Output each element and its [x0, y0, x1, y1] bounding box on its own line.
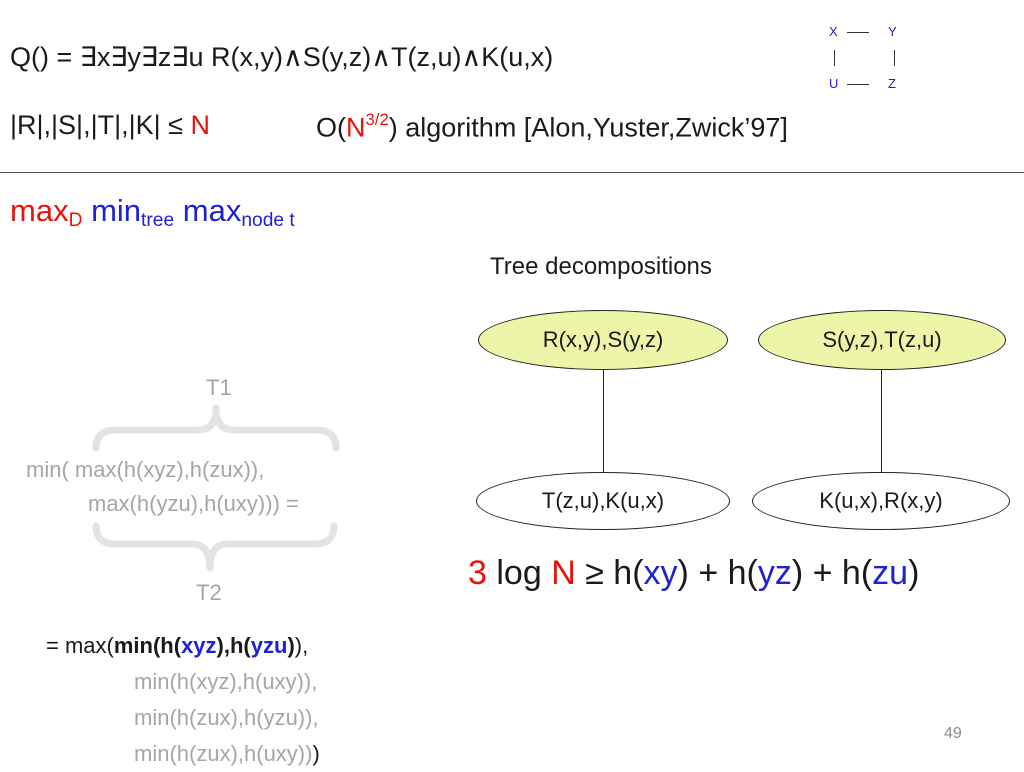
- bounds-n: N: [190, 110, 210, 140]
- bounds-text: |R|,|S|,|T|,|K| ≤: [10, 110, 191, 140]
- ineq-three: 3: [468, 554, 487, 592]
- ineq-plus2: ) + h(: [791, 554, 873, 592]
- algo-o-open: O(: [316, 112, 346, 143]
- max-expr-yzu: yzu: [250, 633, 288, 658]
- schema-edge-xy: [847, 32, 869, 33]
- min-expr-line1: min( max(h(xyz),h(zux)),: [26, 457, 265, 482]
- tree1-top-label: R(x,y),S(y,z): [542, 327, 664, 352]
- max-expr-line1: = max(min(h(xyz),h(yzu)),: [46, 633, 309, 658]
- schema-node-u: U: [829, 76, 839, 91]
- page-number: 49: [944, 725, 962, 742]
- relation-size-bounds: |R|,|S|,|T|,|K| ≤ N: [10, 110, 210, 141]
- section-divider: [0, 172, 1024, 173]
- schema-edge-yz: [894, 50, 895, 66]
- tree1-bottom-label: T(z,u),K(u,x): [541, 488, 665, 513]
- tree1-bottom-node: T(z,u),K(u,x): [476, 472, 730, 530]
- max-expr-line3: min(h(zux),h(yzu)),: [134, 705, 319, 730]
- max-node: maxnode t: [182, 193, 295, 231]
- ineq-geq: ≥ h(: [575, 554, 644, 592]
- tree2-top-label: S(y,z),T(z,u): [822, 327, 942, 352]
- t2-label: T2: [196, 580, 222, 605]
- tree2-top-node: S(y,z),T(z,u): [758, 310, 1006, 370]
- tree1-edge: [603, 366, 604, 478]
- algorithm-complexity: O(N3/2) algorithm [Alon,Yuster,Zwick’97]: [316, 110, 788, 144]
- max-d: maxD: [10, 193, 83, 231]
- query-definition: Q() = ∃x∃y∃z∃u R(x,y)∧S(y,z)∧T(z,u)∧K(u,…: [10, 42, 554, 72]
- algo-n: N: [346, 112, 366, 143]
- tree2-bottom-node: K(u,x),R(x,y): [752, 472, 1010, 530]
- ineq-yz: yz: [757, 554, 792, 592]
- max-expr-line4: min(h(zux),h(uxy))): [134, 741, 320, 766]
- ineq-n: N: [551, 554, 576, 592]
- tree-decompositions-label: Tree decompositions: [490, 253, 712, 280]
- t1-label: T1: [206, 375, 232, 400]
- max-expr-line2: min(h(xyz),h(uxy)),: [134, 669, 318, 694]
- schema-node-y: Y: [888, 24, 897, 39]
- t1-brace: [92, 404, 340, 452]
- algo-exponent: 3/2: [365, 110, 389, 129]
- query-schema-graph: X Y U Z: [812, 22, 912, 94]
- schema-edge-xu: [834, 50, 835, 66]
- schema-node-x: X: [829, 24, 838, 39]
- ineq-zu: zu: [872, 554, 909, 592]
- maxmin-formula: maxD mintree maxnode t: [10, 193, 295, 232]
- ineq-plus1: ) + h(: [677, 554, 758, 592]
- ineq-log: log: [486, 554, 552, 592]
- ineq-xy: xy: [643, 554, 678, 592]
- algo-rest: ) algorithm [Alon,Yuster,Zwick’97]: [388, 112, 788, 143]
- tree2-edge: [881, 366, 882, 478]
- entropy-inequality: 3 log N ≥ h(xy) + h(yz) + h(zu): [468, 554, 919, 593]
- t2-brace: [92, 522, 338, 572]
- ineq-close: ): [908, 554, 920, 592]
- min-expr-line2: max(h(yzu),h(uxy))) =: [88, 491, 299, 516]
- schema-edge-uz: [847, 84, 869, 85]
- tree2-bottom-label: K(u,x),R(x,y): [819, 488, 943, 513]
- min-tree: mintree: [91, 193, 175, 231]
- max-expr-xyz: xyz: [181, 633, 217, 658]
- schema-node-z: Z: [888, 76, 896, 91]
- tree1-top-node: R(x,y),S(y,z): [478, 310, 728, 370]
- max-expression: = max(min(h(xyz),h(yzu)), min(h(xyz),h(u…: [46, 628, 320, 772]
